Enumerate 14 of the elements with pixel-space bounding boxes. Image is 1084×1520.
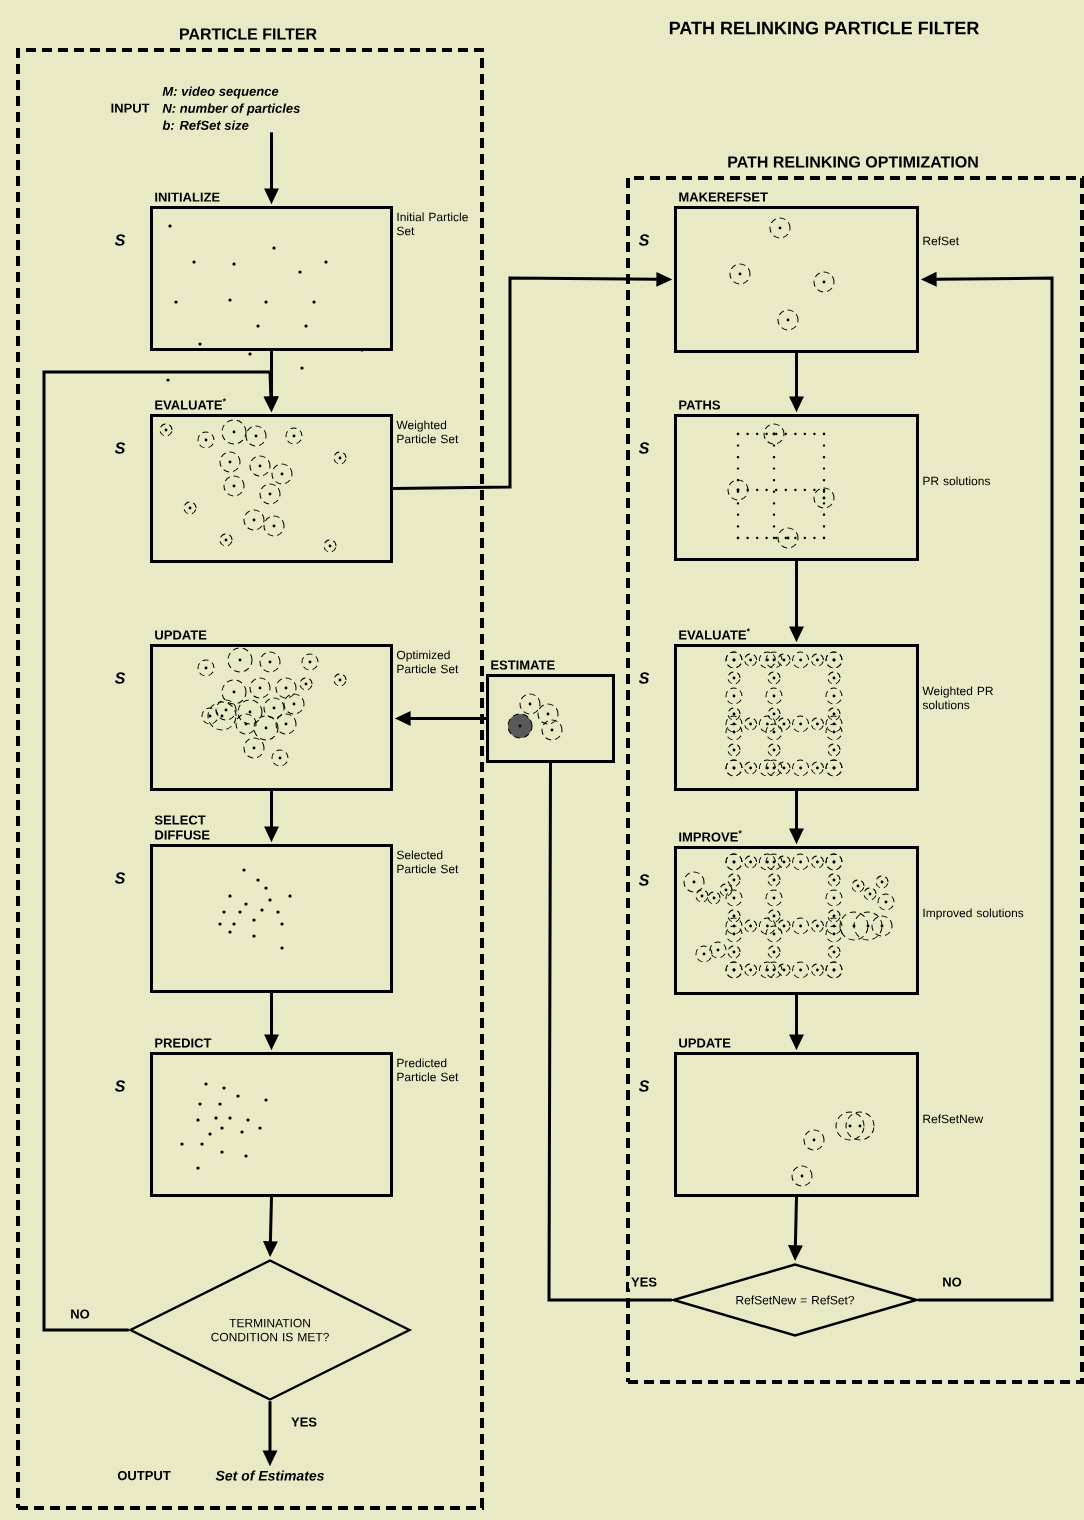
s-label: S [114, 442, 126, 454]
region-heading: PATH RELINKING OPTIMIZATION [728, 156, 978, 168]
s-label: S [638, 874, 650, 886]
region-heading: PARTICLE FILTER [180, 28, 317, 40]
s-label: S [638, 442, 650, 454]
s-label: S [114, 1080, 126, 1092]
s-label: S [114, 872, 126, 884]
s-label: S [114, 672, 126, 684]
s-label: S [638, 1080, 650, 1092]
s-label: S [638, 672, 650, 684]
s-label: S [114, 234, 126, 246]
arrow [42, 370, 279, 1332]
diagram-title: PATH RELINKING PARTICLE FILTER [669, 21, 979, 35]
s-label: S [638, 234, 650, 246]
